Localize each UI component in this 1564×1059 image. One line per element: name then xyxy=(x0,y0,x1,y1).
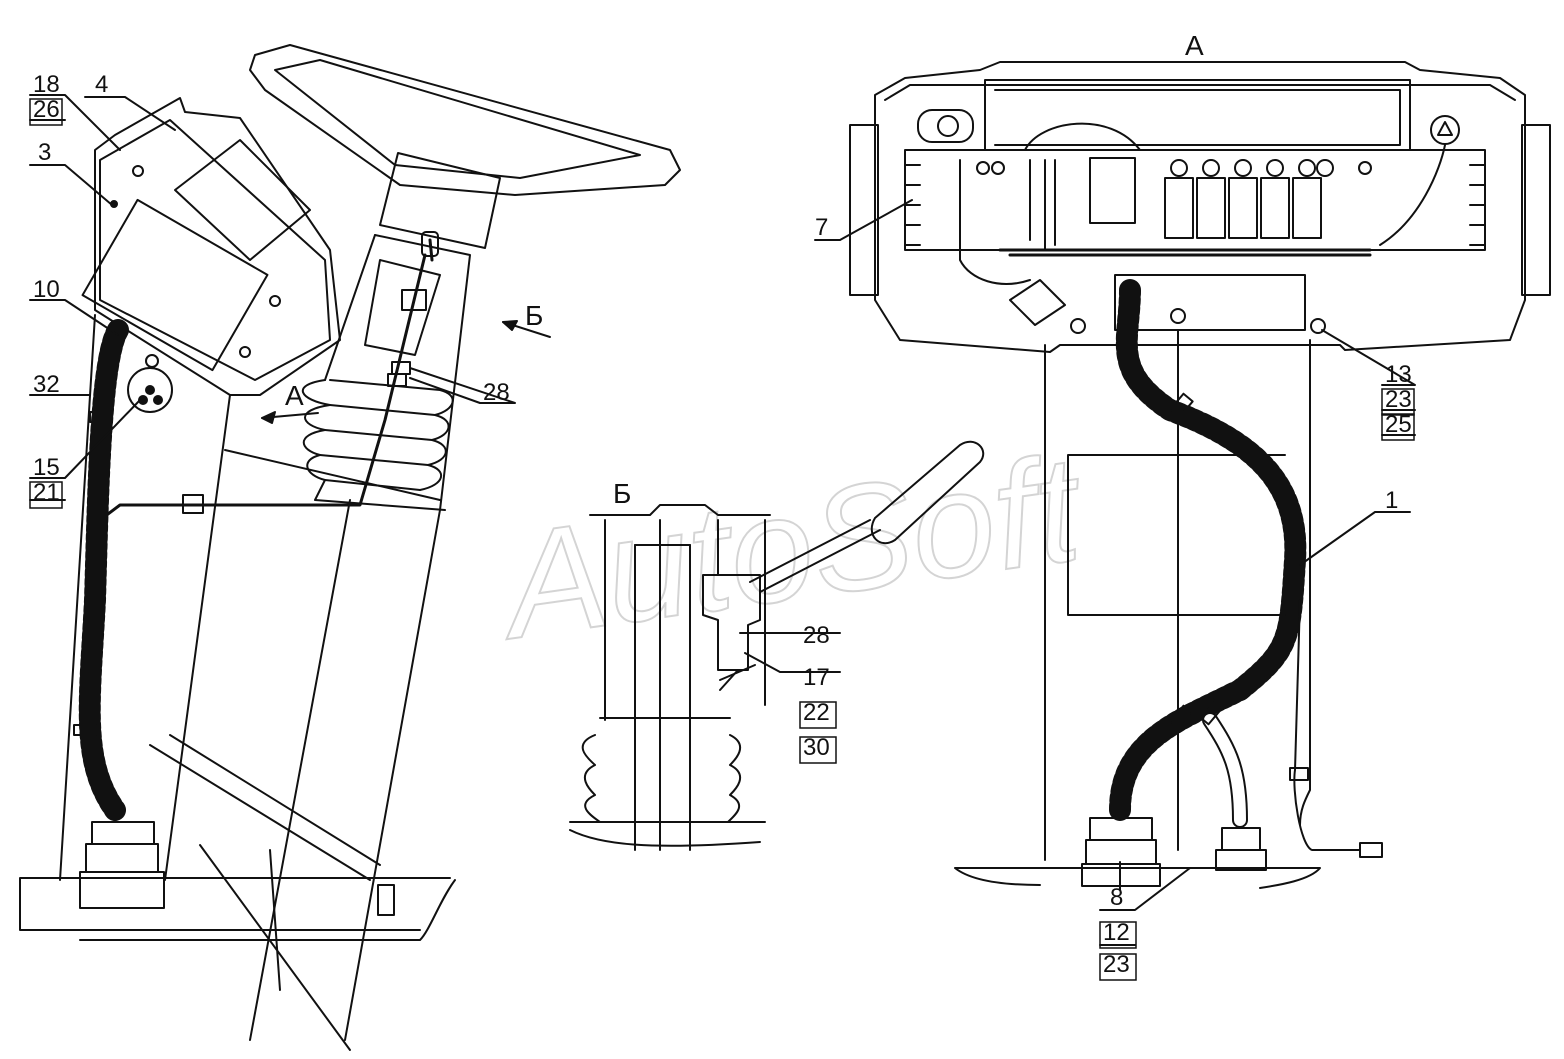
callout-22: 22 xyxy=(803,699,830,726)
callout-32: 32 xyxy=(33,371,60,398)
instrument-panel xyxy=(81,97,341,396)
callout-7: 7 xyxy=(815,214,828,241)
socket-15 xyxy=(127,367,173,413)
floor-connector-left xyxy=(79,821,165,909)
view-b xyxy=(569,440,985,851)
callout-17: 17 xyxy=(803,664,830,691)
steering-column xyxy=(379,152,501,249)
column-cable xyxy=(98,238,434,522)
arrow-b-label: Б xyxy=(525,300,543,331)
callout-21: 21 xyxy=(33,479,60,506)
callout-3: 3 xyxy=(38,139,51,166)
relay-block xyxy=(976,159,1372,239)
callout-4: 4 xyxy=(95,71,108,98)
callout-23-bottom: 23 xyxy=(1103,951,1130,978)
left-floor xyxy=(19,877,456,941)
callout-30: 30 xyxy=(803,734,830,761)
callout-12: 12 xyxy=(1103,919,1130,946)
callout-28-mid: 28 xyxy=(803,622,830,649)
callout-10: 10 xyxy=(33,276,60,303)
callout-26: 26 xyxy=(33,96,60,123)
view-b-title: Б xyxy=(613,478,631,509)
callout-23-right: 23 xyxy=(1385,386,1412,413)
steering-wheel xyxy=(249,44,681,196)
callout-8: 8 xyxy=(1110,884,1123,911)
callout-1: 1 xyxy=(1385,487,1398,514)
left-harness xyxy=(78,319,129,821)
left-view xyxy=(19,44,681,1051)
callout-28-left: 28 xyxy=(483,379,510,406)
view-a xyxy=(814,61,1551,946)
floor-connectors-right xyxy=(1081,817,1267,887)
right-harness xyxy=(1109,279,1307,821)
view-a-title: А xyxy=(1185,30,1204,61)
right-floor xyxy=(954,867,1321,889)
bolt-13 xyxy=(1310,318,1326,334)
callout-13: 13 xyxy=(1385,361,1412,388)
arrow-a-label: А xyxy=(285,380,304,411)
callout-18: 18 xyxy=(33,71,60,98)
panel-housing xyxy=(874,61,1526,353)
callout-15: 15 xyxy=(33,454,60,481)
